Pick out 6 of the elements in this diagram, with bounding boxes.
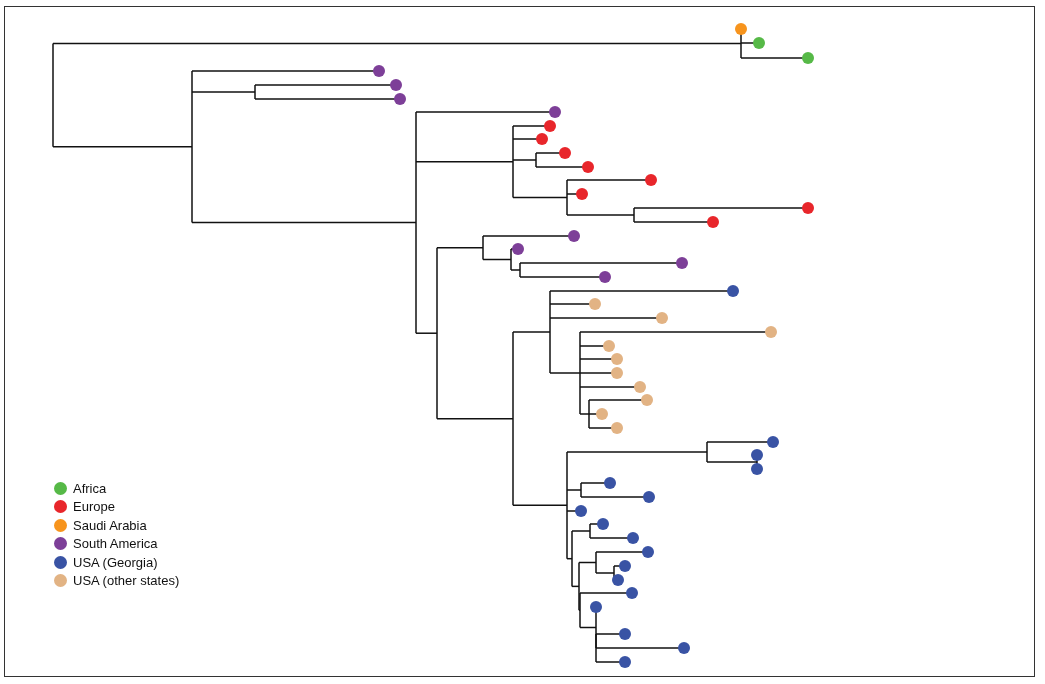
legend-label: Saudi Arabia <box>73 518 147 532</box>
legend-label: Europe <box>73 500 115 513</box>
legend-label: USA (other states) <box>73 574 180 587</box>
legend-label: USA (Georgia) <box>73 555 158 569</box>
legend-label: South America <box>73 537 158 550</box>
legend-label: Africa <box>73 481 107 495</box>
